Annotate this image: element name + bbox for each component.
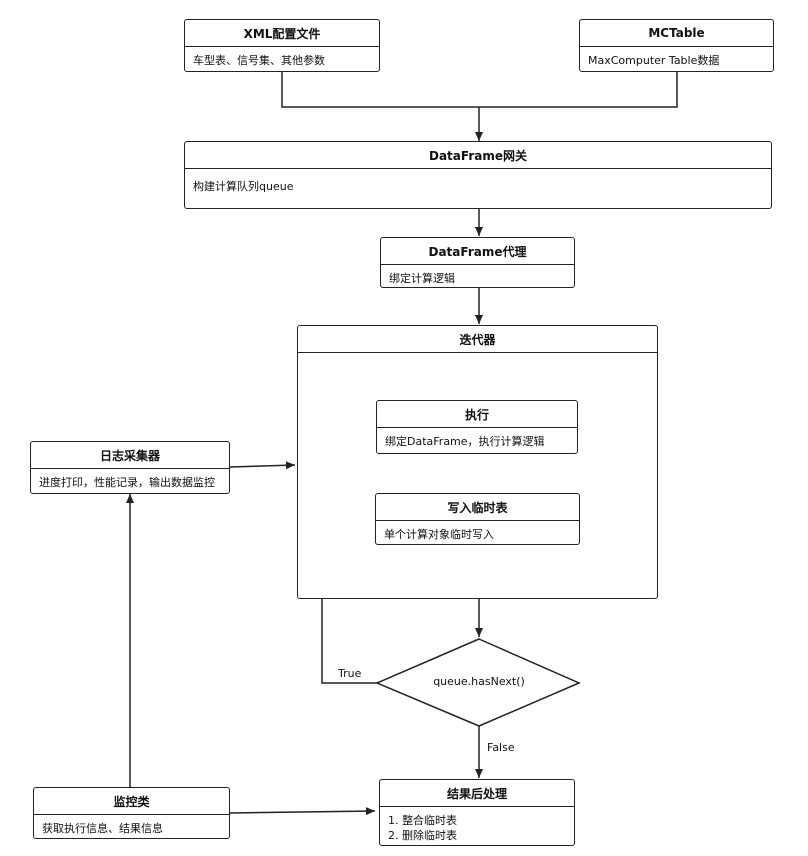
node-log-collector-title: 日志采集器 [31,442,229,469]
node-post-process-line-1: 1. 整合临时表 [388,814,457,827]
node-dataframe-proxy-text: 绑定计算逻辑 [389,272,455,285]
node-dataframe-proxy-title: DataFrame代理 [381,238,574,265]
node-iterator: 迭代器 [297,325,658,599]
node-post-process: 结果后处理 1. 整合临时表 2. 删除临时表 [379,779,575,846]
node-write-temp-title: 写入临时表 [376,494,579,521]
node-dataframe-gateway-title: DataFrame网关 [185,142,771,169]
node-mctable-text: MaxComputer Table数据 [588,54,720,67]
node-log-collector-text: 进度打印，性能记录，输出数据监控 [39,476,215,489]
connector-logger-to-iterator [229,461,296,470]
node-execute-title: 执行 [377,401,577,428]
node-dataframe-gateway: DataFrame网关 构建计算队列queue [184,141,772,209]
node-post-process-title: 结果后处理 [380,780,574,807]
node-execute-text: 绑定DataFrame，执行计算逻辑 [385,435,545,448]
node-xml-config-text: 车型表、信号集、其他参数 [193,54,325,67]
node-dataframe-gateway-text: 构建计算队列queue [193,180,294,193]
node-xml-config-title: XML配置文件 [185,20,379,47]
decision-diamond [375,638,581,727]
edge-label-false: False [487,741,515,754]
node-mctable-title: MCTable [580,20,773,47]
connector-xml-merge [281,71,678,108]
decision-label: queue.hasNext() [433,675,525,688]
node-monitor-text: 获取执行信息、结果信息 [42,822,163,835]
node-xml-config: XML配置文件 车型表、信号集、其他参数 [184,19,380,72]
node-monitor: 监控类 获取执行信息、结果信息 [33,787,230,839]
node-execute: 执行 绑定DataFrame，执行计算逻辑 [376,400,578,454]
node-write-temp-text: 单个计算对象临时写入 [384,528,494,541]
node-log-collector: 日志采集器 进度打印，性能记录，输出数据监控 [30,441,230,494]
edge-label-true: True [338,667,362,680]
node-post-process-line-2: 2. 删除临时表 [388,829,457,842]
connector-monitor-to-post [229,807,376,816]
node-write-temp: 写入临时表 单个计算对象临时写入 [375,493,580,545]
node-iterator-title: 迭代器 [298,326,657,353]
node-dataframe-proxy: DataFrame代理 绑定计算逻辑 [380,237,575,288]
node-mctable: MCTable MaxComputer Table数据 [579,19,774,72]
node-monitor-title: 监控类 [34,788,229,815]
